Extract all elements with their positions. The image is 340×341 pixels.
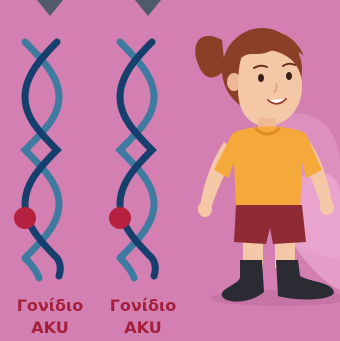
dna-helix-icon xyxy=(14,42,60,278)
gene-label-left: Γονίδιο AKU xyxy=(5,295,95,339)
mutation-dot-icon xyxy=(14,207,36,229)
dna-helix-icon xyxy=(109,42,155,278)
arrow-down-icon xyxy=(37,0,63,16)
gene-name: Γονίδιο xyxy=(98,295,188,317)
gene-label-right: Γονίδιο AKU xyxy=(98,295,188,339)
gene-code: AKU xyxy=(98,317,188,339)
gene-name: Γονίδιο xyxy=(5,295,95,317)
mutation-dot-icon xyxy=(109,207,131,229)
gene-code: AKU xyxy=(5,317,95,339)
arrow-down-icon xyxy=(135,0,161,16)
